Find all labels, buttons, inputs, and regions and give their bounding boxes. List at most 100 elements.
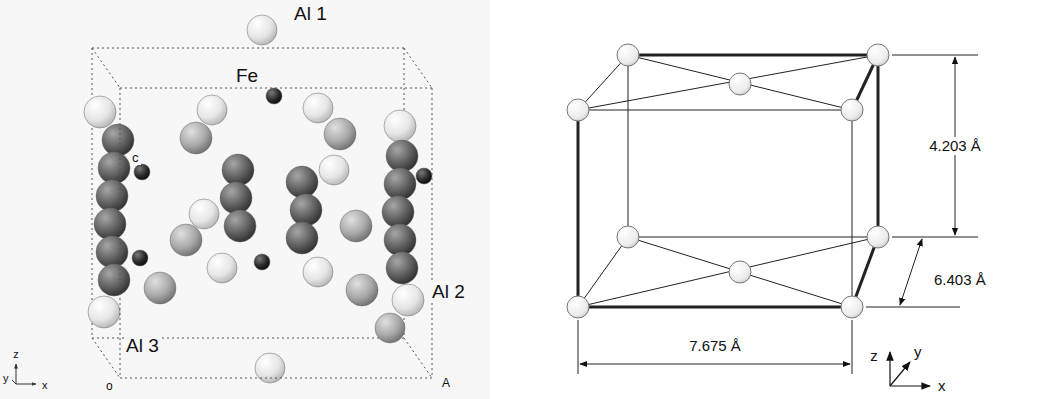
cell-edge (120, 88, 432, 89)
cell-schematic (578, 55, 878, 307)
cell-edge (432, 88, 433, 378)
al1-atom (88, 296, 120, 328)
atom-label: Al 3 (124, 335, 161, 357)
al2-atom (386, 252, 418, 284)
atom-sphere (617, 226, 639, 248)
dimension-arrow (900, 239, 922, 305)
unit-cell-outline (120, 88, 432, 378)
thin-edge (578, 110, 852, 111)
al2-atom (224, 210, 256, 242)
al1-atom (384, 110, 416, 142)
extension-line (852, 320, 853, 374)
al1-atom (303, 93, 333, 123)
fe-atom (132, 250, 148, 266)
axis-arrow (16, 364, 17, 384)
al2-atom (96, 236, 128, 268)
dimension-label: 6.403 Å (932, 271, 988, 288)
al2-atom (220, 182, 252, 214)
al2-atom (386, 140, 418, 172)
cell-edge (404, 48, 432, 88)
axis-label: z (868, 347, 880, 364)
dimension-arrow (580, 364, 850, 365)
al3-atom (340, 210, 372, 242)
atom-sphere (567, 99, 589, 121)
atom-group (567, 44, 889, 318)
al3-atom (324, 118, 356, 150)
al2-atom (384, 168, 416, 200)
atom-label: Al 2 (430, 281, 467, 303)
dimension-label: 7.675 Å (687, 337, 743, 354)
axis-label: y (1, 372, 11, 385)
extension-line (578, 320, 579, 374)
face-diagonal (578, 237, 878, 307)
cell-edge (92, 48, 404, 49)
cell-edge (120, 378, 432, 379)
axis-label: c (130, 151, 141, 166)
al2-atom (98, 152, 130, 184)
al2-atom (94, 208, 126, 240)
al2-atom (290, 194, 322, 226)
cell-edge (404, 338, 432, 378)
atom-sphere (841, 99, 863, 121)
al2-atom (384, 224, 416, 256)
fe-atom (416, 168, 432, 184)
atom-sphere (841, 296, 863, 318)
render-ground (0, 0, 490, 399)
axis-arrow (890, 385, 930, 386)
atom-group (84, 15, 432, 383)
al3-atom (144, 272, 176, 304)
atom-label: Al 1 (292, 3, 329, 25)
bold-edge (577, 110, 580, 307)
fe-atom (254, 254, 270, 270)
bold-edge (628, 54, 878, 57)
bold-edge (578, 306, 852, 309)
al2-atom (98, 264, 130, 296)
al1-atom (303, 257, 333, 287)
al3-atom (170, 224, 202, 256)
cell-edge (92, 48, 93, 338)
al2-atom (286, 222, 318, 254)
al3-atom (180, 122, 212, 154)
dimension-label: 4.203 Å (927, 137, 983, 154)
atom-sphere (617, 44, 639, 66)
axis-arrow (890, 362, 910, 386)
axis-label: x (40, 379, 50, 392)
atom-sphere (867, 226, 889, 248)
face-diagonal (628, 237, 852, 307)
atom-sphere (729, 261, 751, 283)
origin-label: o (104, 380, 115, 394)
axis-arrow (12, 380, 16, 384)
atom-sphere (867, 44, 889, 66)
atom-label: Fe (234, 65, 260, 87)
fe-atom (266, 88, 282, 104)
fe-atom (134, 164, 150, 180)
al1-atom (319, 155, 349, 185)
axis-arrow (16, 384, 36, 385)
al2-atom (286, 166, 318, 198)
axis-label: x (936, 377, 948, 394)
extension-line (892, 237, 978, 238)
unit-cell-outline (92, 48, 432, 378)
thin-edge (628, 55, 629, 237)
al1-atom (197, 95, 227, 125)
extension-line (866, 307, 960, 308)
axis-label: y (912, 343, 924, 360)
cell-edge (92, 338, 120, 378)
al1-atom (189, 199, 219, 229)
al3-atom (375, 313, 405, 343)
al1-atom (247, 15, 277, 45)
al2-atom (382, 196, 414, 228)
axis-arrow (889, 352, 890, 386)
thin-edge (578, 237, 628, 307)
axis-label: z (11, 348, 21, 361)
al1-atom (392, 284, 424, 316)
atom-sphere (729, 73, 751, 95)
al1-atom (84, 96, 116, 128)
al2-atom (222, 154, 254, 186)
bold-edge (877, 55, 880, 237)
al2-atom (96, 180, 128, 212)
cell-edge (92, 48, 120, 88)
thin-edge (852, 110, 853, 307)
